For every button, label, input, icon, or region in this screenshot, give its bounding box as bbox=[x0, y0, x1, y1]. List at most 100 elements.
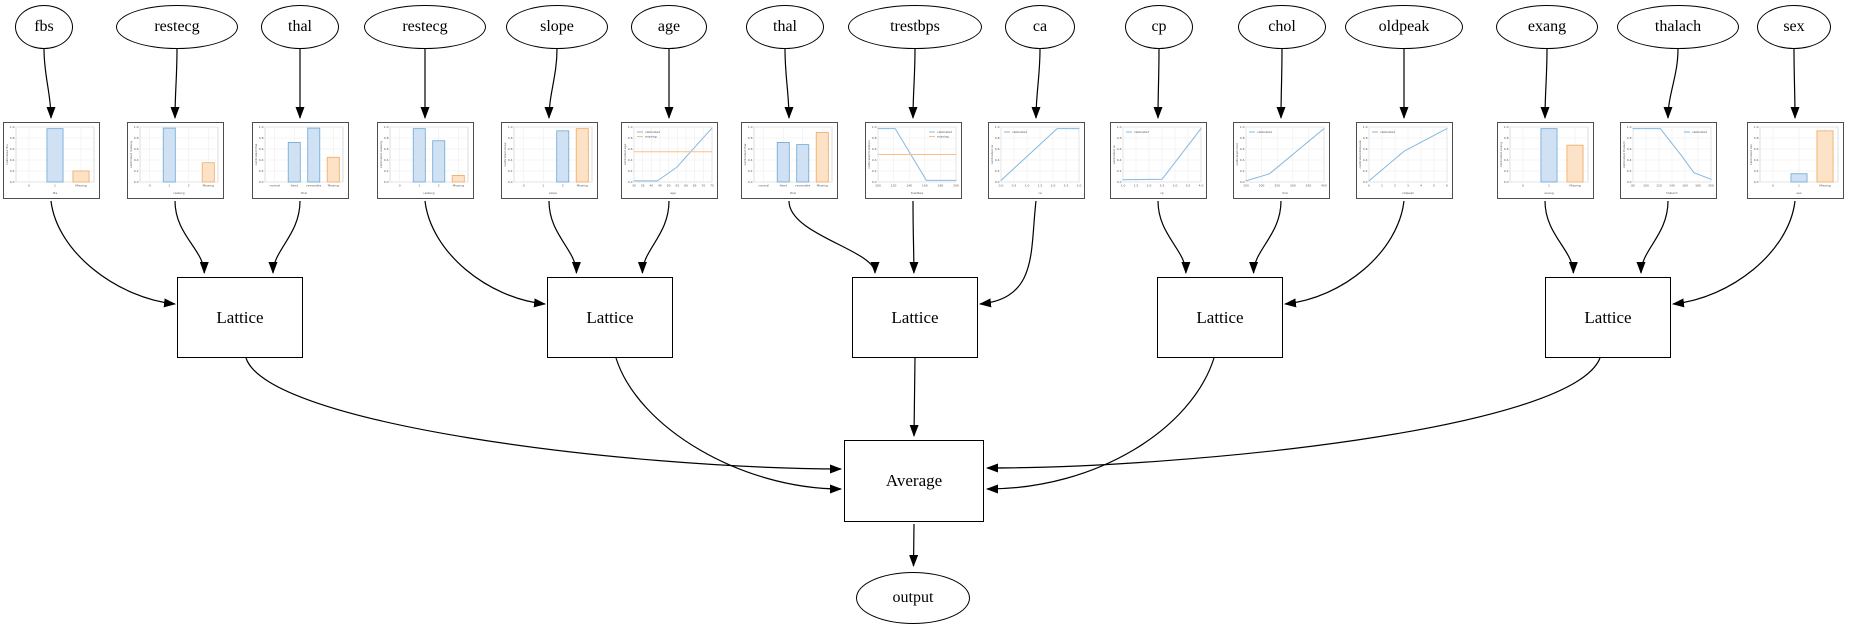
svg-text:0.4: 0.4 bbox=[871, 158, 876, 162]
edge bbox=[174, 200, 209, 274]
svg-text:140: 140 bbox=[906, 184, 912, 188]
svg-text:1.0: 1.0 bbox=[1362, 125, 1367, 129]
svg-text:Missing: Missing bbox=[75, 184, 86, 188]
svg-text:0.5: 0.5 bbox=[1011, 184, 1016, 188]
svg-text:3.5: 3.5 bbox=[1185, 184, 1190, 188]
edge bbox=[1284, 200, 1405, 308]
svg-text:thalach: thalach bbox=[1666, 191, 1677, 195]
edge bbox=[909, 523, 919, 567]
feature-node-fbs-0: fbs bbox=[15, 5, 73, 49]
svg-text:0.4: 0.4 bbox=[1753, 158, 1758, 162]
svg-text:0: 0 bbox=[398, 184, 400, 188]
svg-text:1.0: 1.0 bbox=[747, 125, 752, 129]
edge bbox=[50, 200, 176, 308]
output-node-label: output bbox=[892, 589, 934, 606]
svg-text:0.8: 0.8 bbox=[133, 136, 138, 140]
svg-text:0.6: 0.6 bbox=[1626, 147, 1631, 151]
svg-text:0.4: 0.4 bbox=[507, 158, 512, 162]
lattice-node-3: Lattice bbox=[1157, 277, 1283, 358]
svg-text:0: 0 bbox=[1368, 184, 1370, 188]
svg-text:0.2: 0.2 bbox=[627, 169, 632, 173]
svg-text:missing: missing bbox=[937, 135, 949, 139]
svg-text:1: 1 bbox=[1381, 184, 1383, 188]
svg-text:60: 60 bbox=[684, 184, 688, 188]
svg-text:calibrated sex: calibrated sex bbox=[1749, 144, 1753, 165]
svg-text:calibrated: calibrated bbox=[645, 130, 660, 134]
svg-text:0.8: 0.8 bbox=[1626, 136, 1631, 140]
svg-text:1.0: 1.0 bbox=[507, 125, 512, 129]
svg-text:0.8: 0.8 bbox=[1116, 136, 1121, 140]
svg-text:1.0: 1.0 bbox=[1503, 125, 1508, 129]
svg-text:calibrated thalach: calibrated thalach bbox=[1622, 141, 1626, 168]
lattice-node-label: Lattice bbox=[586, 307, 634, 327]
lattice-node-label: Lattice bbox=[1584, 307, 1632, 327]
svg-text:fixed: fixed bbox=[290, 184, 297, 188]
svg-text:0.6: 0.6 bbox=[871, 147, 876, 151]
edge bbox=[43, 48, 56, 119]
svg-text:0.6: 0.6 bbox=[1239, 147, 1244, 151]
svg-text:1.0: 1.0 bbox=[258, 125, 263, 129]
feature-node-thal-2: thal bbox=[261, 5, 339, 49]
svg-text:reversible: reversible bbox=[306, 184, 321, 188]
svg-text:250: 250 bbox=[1274, 184, 1280, 188]
svg-text:1.0: 1.0 bbox=[1753, 125, 1758, 129]
svg-text:Missing: Missing bbox=[1819, 184, 1830, 188]
svg-text:160: 160 bbox=[921, 184, 927, 188]
svg-text:0.4: 0.4 bbox=[258, 158, 263, 162]
svg-text:1.0: 1.0 bbox=[1120, 184, 1125, 188]
svg-text:4: 4 bbox=[1420, 184, 1422, 188]
svg-text:fbs: fbs bbox=[52, 191, 57, 195]
svg-text:200: 200 bbox=[1708, 184, 1714, 188]
svg-text:0.0: 0.0 bbox=[9, 180, 14, 184]
feature-node-label: restecg bbox=[402, 18, 448, 35]
svg-text:0.2: 0.2 bbox=[1239, 169, 1244, 173]
svg-text:1.0: 1.0 bbox=[9, 125, 14, 129]
svg-text:0.6: 0.6 bbox=[1362, 147, 1367, 151]
feature-node-age-5: age bbox=[631, 5, 707, 49]
feature-node-thal-6: thal bbox=[746, 5, 824, 49]
svg-text:Missing: Missing bbox=[202, 184, 213, 188]
svg-text:0.0: 0.0 bbox=[1503, 180, 1508, 184]
svg-text:150: 150 bbox=[1243, 184, 1249, 188]
svg-text:50: 50 bbox=[666, 184, 670, 188]
svg-text:3.0: 3.0 bbox=[1172, 184, 1177, 188]
svg-text:0.4: 0.4 bbox=[383, 158, 388, 162]
lattice-node-4: Lattice bbox=[1545, 277, 1671, 358]
svg-text:age: age bbox=[670, 191, 676, 195]
svg-text:thal: thal bbox=[301, 191, 307, 195]
svg-text:calibrated: calibrated bbox=[1692, 130, 1707, 134]
svg-text:0.6: 0.6 bbox=[507, 147, 512, 151]
svg-text:normal: normal bbox=[269, 184, 280, 188]
svg-text:Missing: Missing bbox=[327, 184, 338, 188]
feature-node-label: chol bbox=[1268, 18, 1296, 35]
svg-text:0.0: 0.0 bbox=[1362, 180, 1367, 184]
svg-text:calibrated thal: calibrated thal bbox=[743, 143, 747, 165]
svg-text:0.8: 0.8 bbox=[871, 136, 876, 140]
output-node: output bbox=[856, 572, 970, 624]
svg-text:3: 3 bbox=[1407, 184, 1409, 188]
svg-text:calibrated thal: calibrated thal bbox=[254, 143, 258, 165]
svg-text:0.8: 0.8 bbox=[994, 136, 999, 140]
svg-text:0.2: 0.2 bbox=[383, 169, 388, 173]
feature-node-sex-14: sex bbox=[1757, 5, 1831, 49]
svg-text:350: 350 bbox=[1305, 184, 1311, 188]
svg-text:normal: normal bbox=[758, 184, 769, 188]
svg-text:1.0: 1.0 bbox=[1626, 125, 1631, 129]
svg-text:3.0: 3.0 bbox=[1076, 184, 1081, 188]
lattice-node-1: Lattice bbox=[547, 277, 673, 358]
svg-text:0.0: 0.0 bbox=[998, 184, 1003, 188]
svg-text:restecg: restecg bbox=[173, 191, 184, 195]
edge bbox=[784, 48, 794, 119]
